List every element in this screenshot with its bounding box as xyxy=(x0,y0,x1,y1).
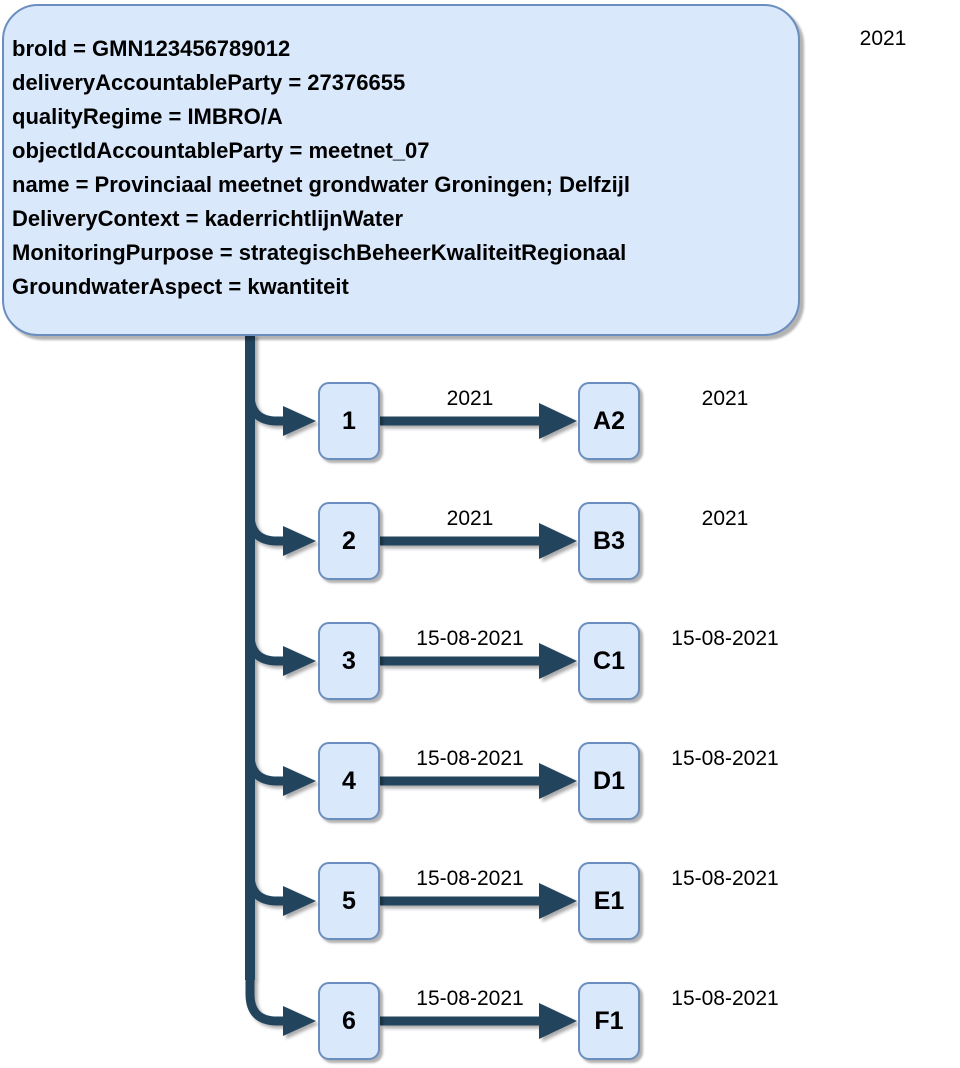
tube-to-point-connector-6 xyxy=(380,1003,577,1039)
branch-arrow-3 xyxy=(245,616,316,676)
gmn-property-groundwater-aspect: GroundwaterAspect = kwantiteit xyxy=(12,274,349,299)
gmn-property-quality-regime: qualityRegime = IMBRO/A xyxy=(12,104,283,129)
arrowhead-icon xyxy=(283,526,316,556)
gmn-properties-node: brold = GMN123456789012 deliveryAccounta… xyxy=(2,4,800,336)
tube-to-point-connector-1 xyxy=(380,403,577,439)
arrowhead-icon xyxy=(539,1003,577,1039)
gmn-property-delivery-context: DeliveryContext = kaderrichtlijnWater xyxy=(12,206,404,231)
arrowhead-icon xyxy=(283,766,316,796)
gmn-property-delivery-accountable-party: deliveryAccountableParty = 27376655 xyxy=(12,70,406,95)
arrowhead-icon xyxy=(283,406,316,436)
gmn-property-brold: brold = GMN123456789012 xyxy=(12,36,291,61)
arrowhead-icon xyxy=(539,883,577,919)
tube-to-point-connector-5 xyxy=(380,883,577,919)
gmn-property-name: name = Provinciaal meetnet grondwater Gr… xyxy=(12,172,630,197)
arrowhead-icon xyxy=(539,523,577,559)
branch-arrow-2 xyxy=(245,496,316,556)
tube-to-point-connector-2 xyxy=(380,523,577,559)
arrowhead-icon xyxy=(539,403,577,439)
gmn-property-object-id: objectIdAccountableParty = meetnet_07 xyxy=(12,138,430,163)
arrowhead-icon xyxy=(283,886,316,916)
arrowhead-icon xyxy=(539,643,577,679)
tube-to-point-connector-4 xyxy=(380,763,577,799)
arrowhead-icon xyxy=(539,763,577,799)
branch-arrow-5 xyxy=(245,856,316,916)
arrowhead-icon xyxy=(283,1006,316,1036)
branch-arrow-6 xyxy=(245,976,316,1036)
gmn-property-monitoring-purpose: MonitoringPurpose = strategischBeheerKwa… xyxy=(12,240,627,265)
gmn-year-label: 2021 xyxy=(859,27,907,50)
arrowhead-icon xyxy=(283,646,316,676)
tube-to-point-connector-3 xyxy=(380,643,577,679)
branch-arrow-4 xyxy=(245,736,316,796)
branch-arrow-1 xyxy=(245,376,316,436)
